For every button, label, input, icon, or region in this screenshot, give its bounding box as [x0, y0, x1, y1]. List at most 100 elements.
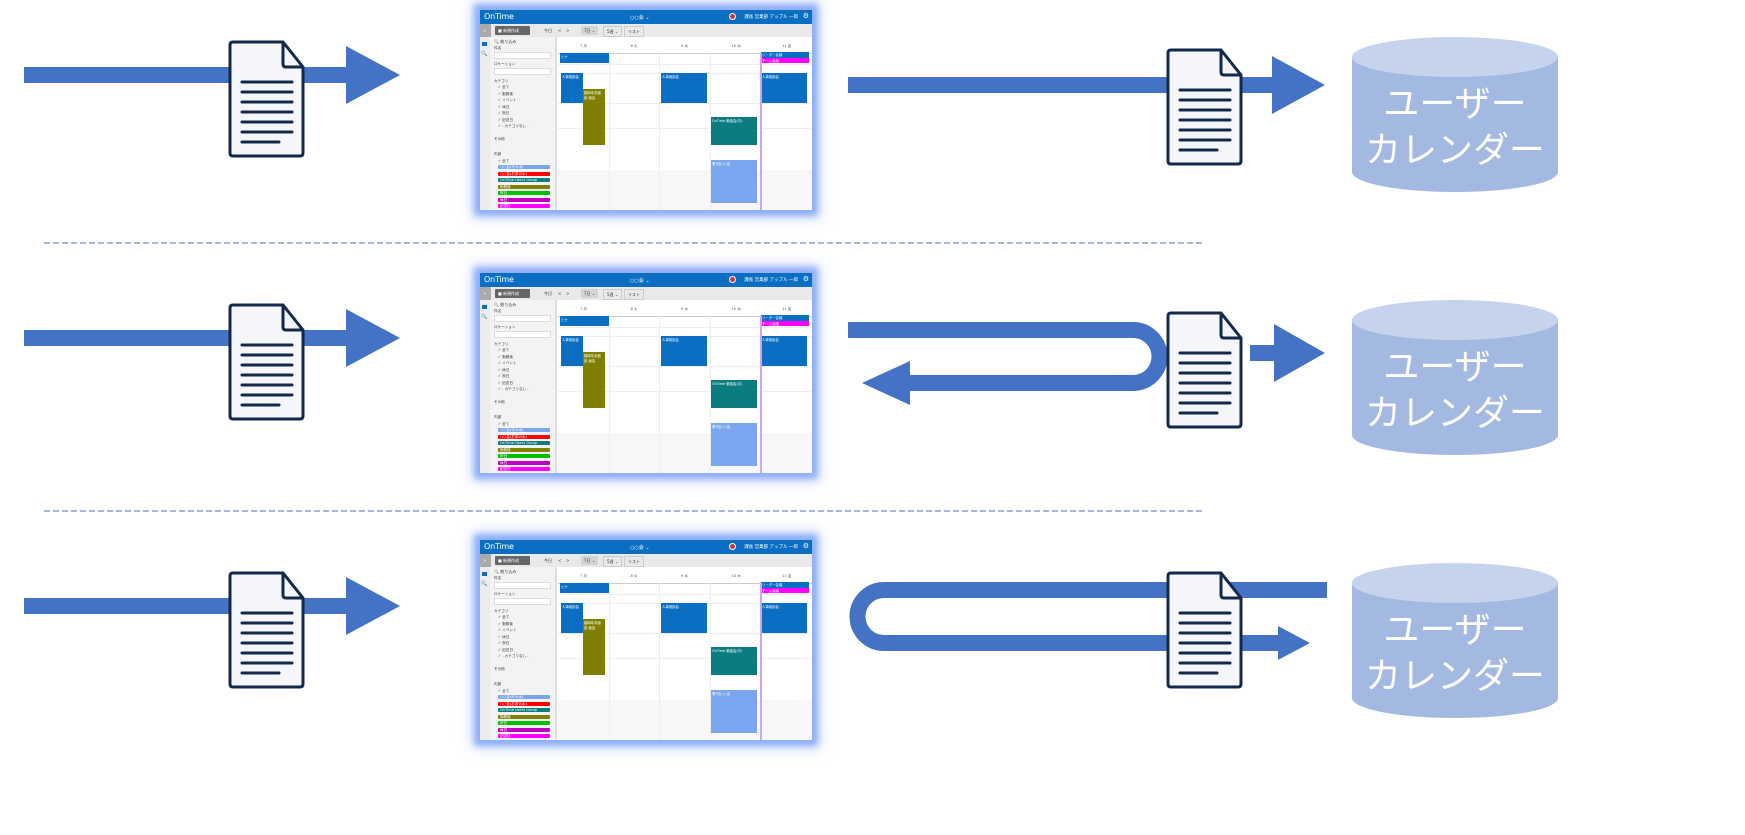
list-button[interactable]: リスト — [624, 26, 644, 37]
list-button[interactable]: リスト — [624, 556, 644, 567]
calendar-event[interactable]: 人事相談会 — [761, 73, 807, 103]
calendar-icon[interactable] — [482, 572, 487, 576]
calendar-selector[interactable]: ○○会 ⌄ — [630, 278, 650, 284]
calendar-filter-item[interactable]: 記念日 — [498, 734, 550, 738]
calendar-event[interactable]: 人事相談会 — [561, 336, 583, 366]
calendar-filter-item[interactable]: 祝日 — [498, 454, 550, 458]
calendar-event[interactable]: リーダー会議 — [761, 315, 809, 321]
category-filter-item[interactable]: ✓ 休日 — [498, 367, 510, 372]
calendar-filter-item[interactable]: 休日 — [498, 197, 550, 202]
calendar-event[interactable]: チーム会議 — [761, 588, 809, 593]
search-icon[interactable]: 🔍 — [481, 314, 488, 320]
calendar-filter-item[interactable]: ○○会(代々木) — [498, 165, 550, 169]
location-input[interactable] — [494, 331, 551, 338]
calendar-event[interactable]: 臨時年末面談 面会 — [583, 89, 605, 145]
calendar-event[interactable]: リーダー会議 — [761, 52, 809, 58]
gear-icon[interactable]: ⚙ — [802, 12, 809, 20]
category-filter-item[interactable]: ✓ 勤務後 — [498, 621, 513, 626]
gear-icon[interactable]: ⚙ — [802, 275, 809, 283]
calendar-event[interactable]: 人事相談会 — [661, 336, 707, 366]
category-filter-item[interactable]: ✓ 勤務後 — [498, 354, 513, 359]
calendar-filter-item[interactable]: 勤務後 — [498, 714, 550, 719]
category-filter-item[interactable]: ✓ 休日 — [498, 634, 510, 639]
today-button[interactable]: 今日 — [544, 291, 552, 296]
calendar-event[interactable]: 第7回○○会 — [711, 423, 757, 466]
new-button[interactable]: ■ 新規作成 — [495, 289, 530, 298]
calendar-filter-item[interactable]: ○○会(代々木) — [498, 695, 550, 699]
calendar-event[interactable]: 臨時年末面談 面会 — [583, 352, 605, 408]
calendar-event[interactable]: 第7回○○会 — [711, 690, 757, 733]
calendar-filter-item[interactable]: 勤務後 — [498, 184, 550, 189]
calendar-event[interactable]: 人事相談会 — [661, 603, 707, 633]
calendar-event[interactable]: ヒケ — [560, 53, 609, 63]
category-filter-item[interactable]: ✓ 祝日 — [498, 641, 510, 645]
days-dropdown[interactable]: 7日 ⌄ — [581, 289, 599, 298]
calendar-event[interactable]: 人事相談会 — [561, 603, 583, 633]
days-dropdown[interactable]: 7日 ⌄ — [581, 556, 599, 565]
search-icon[interactable]: 🔍 — [481, 581, 488, 587]
new-button[interactable]: ■ 新規作成 — [495, 556, 530, 565]
calendar-filter-item[interactable]: 祝日 — [498, 721, 550, 725]
calendar-event[interactable]: チーム会議 — [761, 58, 809, 63]
calendar-event[interactable]: OnTime 勉強会(中) — [711, 380, 757, 408]
category-filter-item[interactable]: ✓ イベント — [498, 98, 517, 102]
calendar-filter-item[interactable]: 休日 — [498, 727, 550, 732]
calendar-filter-item[interactable]: 祝日 — [498, 191, 550, 195]
gear-icon[interactable]: ⚙ — [802, 542, 809, 550]
location-input[interactable] — [494, 598, 551, 605]
calendar-filter-item[interactable]: OnTime Users Group — [498, 178, 550, 182]
days-dropdown[interactable]: 7日 ⌄ — [581, 26, 599, 35]
category-filter-item[interactable]: ✓ - カテゴリなし - — [498, 654, 529, 658]
calendar-filter-item[interactable]: OnTime Users Group — [498, 708, 550, 712]
calendar-selector[interactable]: ○○会 ⌄ — [630, 545, 650, 551]
expand-button[interactable]: > — [480, 554, 491, 567]
calendar-filter-item[interactable]: 勤務後 — [498, 447, 550, 452]
calendar-filter-item[interactable]: ○○会(お茶の水) — [498, 701, 550, 706]
calendar-event[interactable]: OnTime 勉強会(中) — [711, 647, 757, 675]
expand-button[interactable]: > — [480, 287, 491, 300]
category-filter-item[interactable]: ✓ 記念日 — [498, 117, 513, 122]
category-filter-item[interactable]: ✓ 勤務後 — [498, 91, 513, 96]
calendar-event[interactable]: 第7回○○会 — [711, 160, 757, 203]
calendar-event[interactable]: ヒケ — [560, 316, 609, 326]
calendar-event[interactable]: 人事相談会 — [661, 73, 707, 103]
calendar-event[interactable]: 臨時年末面談 面会 — [583, 619, 605, 675]
calendar-filter-item[interactable]: 記念日 — [498, 204, 550, 208]
calendar-event[interactable]: OnTime 勉強会(中) — [711, 117, 757, 145]
calendar-selector[interactable]: ○○会 ⌄ — [630, 15, 650, 21]
next-button[interactable]: > — [566, 291, 570, 296]
calendar-filter-item[interactable]: OnTime Users Group — [498, 441, 550, 445]
prev-button[interactable]: < — [558, 291, 562, 296]
calendar-filter-item[interactable]: 休日 — [498, 460, 550, 465]
calendar-filter-item[interactable]: 記念日 — [498, 467, 550, 471]
category-filter-item[interactable]: ✓ 全て — [498, 615, 510, 619]
category-filter-item[interactable]: ✓ 全て — [498, 85, 510, 89]
prev-button[interactable]: < — [558, 28, 562, 33]
category-filter-item[interactable]: ✓ イベント — [498, 361, 517, 365]
category-filter-item[interactable]: ✓ 全て — [498, 348, 510, 352]
category-filter-item[interactable]: ✓ 記念日 — [498, 647, 513, 652]
subject-input[interactable] — [494, 582, 551, 589]
today-button[interactable]: 今日 — [544, 28, 552, 33]
weeks-dropdown[interactable]: 5週 ⌄ — [603, 26, 623, 37]
category-filter-item[interactable]: ✓ 祝日 — [498, 111, 510, 115]
subject-input[interactable] — [494, 52, 551, 59]
calendar-event[interactable]: 人事相談会 — [561, 73, 583, 103]
new-button[interactable]: ■ 新規作成 — [495, 26, 530, 35]
calendar-event[interactable]: チーム会議 — [761, 321, 809, 326]
weeks-dropdown[interactable]: 5週 ⌄ — [603, 556, 623, 567]
calendar-filter-item[interactable]: ○○会(お茶の水) — [498, 434, 550, 439]
calendar-filter-all[interactable]: ✓ 全て — [498, 689, 510, 693]
calendar-event[interactable]: リーダー会議 — [761, 582, 809, 588]
category-filter-item[interactable]: ✓ 休日 — [498, 104, 510, 109]
calendar-event[interactable]: 人事相談会 — [761, 336, 807, 366]
calendar-filter-item[interactable]: ○○会(お茶の水) — [498, 171, 550, 176]
expand-button[interactable]: > — [480, 24, 491, 37]
list-button[interactable]: リスト — [624, 289, 644, 300]
category-filter-item[interactable]: ✓ 記念日 — [498, 380, 513, 385]
search-icon[interactable]: 🔍 — [481, 51, 488, 57]
next-button[interactable]: > — [566, 28, 570, 33]
prev-button[interactable]: < — [558, 558, 562, 563]
category-filter-item[interactable]: ✓ - カテゴリなし - — [498, 387, 529, 391]
calendar-event[interactable]: ヒケ — [560, 583, 609, 593]
